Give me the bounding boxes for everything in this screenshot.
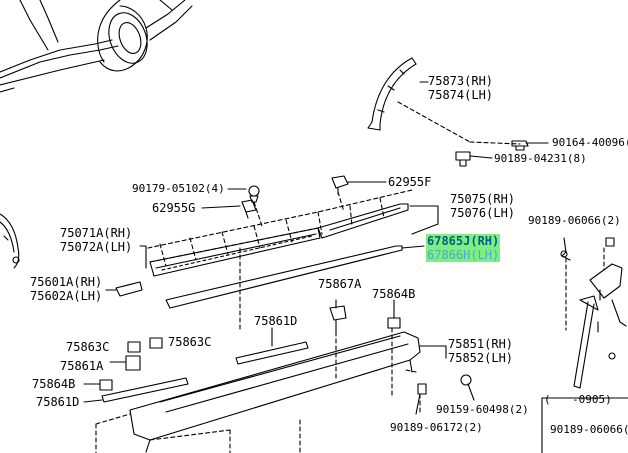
label-90189-04231: 90189-04231(8) [494, 152, 587, 165]
dash-clip [469, 141, 521, 145]
bracket-open: ( [544, 393, 551, 406]
label-75864B-bot: 75864B [32, 377, 76, 391]
bolt-90189-06172 [415, 383, 427, 415]
end-piece-75601A [105, 281, 143, 297]
clip-75867A [329, 299, 347, 333]
label-75861D-bot: 75861D [36, 395, 80, 409]
dash-arch-to-clip [397, 101, 471, 143]
label-75076: 75076(LH) [450, 206, 516, 220]
label-90179: 90179-05102(4) [132, 182, 225, 195]
dashed-right [565, 247, 605, 331]
clip-75864B-bot [83, 379, 113, 391]
clip-75863C-b [149, 337, 163, 349]
clip-75861A [109, 355, 141, 371]
label-75071A: 75071A(RH) [60, 226, 133, 240]
strip-75861D-bot [101, 377, 189, 403]
clip-62955G [201, 199, 257, 219]
label-62955F: 62955F [388, 175, 432, 189]
front-fender-arc [0, 213, 20, 269]
bolt-90159 [460, 374, 475, 401]
label-75864B-top: 75864B [372, 287, 416, 301]
label-75861A: 75861A [60, 359, 104, 373]
clip-90179 [227, 185, 260, 203]
label-75075: 75075(RH) [450, 192, 516, 206]
leader-75071A [139, 245, 147, 269]
leader-75861D-bot [83, 399, 103, 403]
clip-75863C-a [127, 341, 141, 353]
label-75602A: 75602A(LH) [30, 289, 103, 303]
label-75852: 75852(LH) [448, 351, 514, 365]
clip-62955F [331, 175, 387, 195]
side-sill-75851 [129, 331, 421, 453]
clip-90189-04231 [455, 151, 493, 167]
strip-67865J [165, 245, 403, 309]
label-62955G: 62955G [152, 201, 196, 215]
molding-75071A [149, 227, 321, 277]
label-0905: -0905) [572, 393, 612, 406]
label-90189-06066-bot: 90189-06066( [550, 423, 628, 436]
label-75874: 75874(LH) [428, 88, 494, 102]
leader-75851 [419, 345, 447, 359]
label-67865J-highlight: 67865J(RH) [426, 234, 501, 248]
dashed-guide-grid [147, 189, 413, 267]
label-75601A: 75601A(RH) [30, 275, 103, 289]
label-75873: 75873(RH) [428, 74, 494, 88]
arrow-shaft [573, 301, 595, 389]
strip-75861D-mid [235, 341, 309, 365]
label-75072A: 75072A(LH) [60, 240, 133, 254]
label-75867A: 75867A [318, 277, 362, 291]
dashed-guide-lower [95, 247, 421, 453]
label-75863C-a: 75863C [66, 340, 110, 354]
label-90189-06066-top: 90189-06066(2) [528, 214, 621, 227]
inset-box [541, 397, 628, 453]
clip-75864B-top [387, 299, 401, 329]
leader-75075 [409, 205, 439, 235]
label-75863C-b: 75863C [168, 335, 212, 349]
leader-67865J [401, 245, 425, 249]
screw-90164 [511, 140, 549, 151]
arrow-head [579, 295, 599, 311]
label-75851: 75851(RH) [448, 337, 514, 351]
label-75861D-mid: 75861D [254, 314, 298, 328]
rocker-mold-75075 [317, 203, 409, 239]
label-90164: 90164-40096( [552, 136, 628, 149]
label-90189-06172: 90189-06172(2) [390, 421, 483, 434]
label-67866H-highlight: 67866H(LH) [426, 248, 501, 262]
vehicle-body-outline [0, 0, 193, 93]
label-90159: 90159-60498(2) [436, 403, 529, 416]
wheel-arch-mold [367, 57, 417, 131]
right-bracket-assembly [560, 237, 627, 360]
